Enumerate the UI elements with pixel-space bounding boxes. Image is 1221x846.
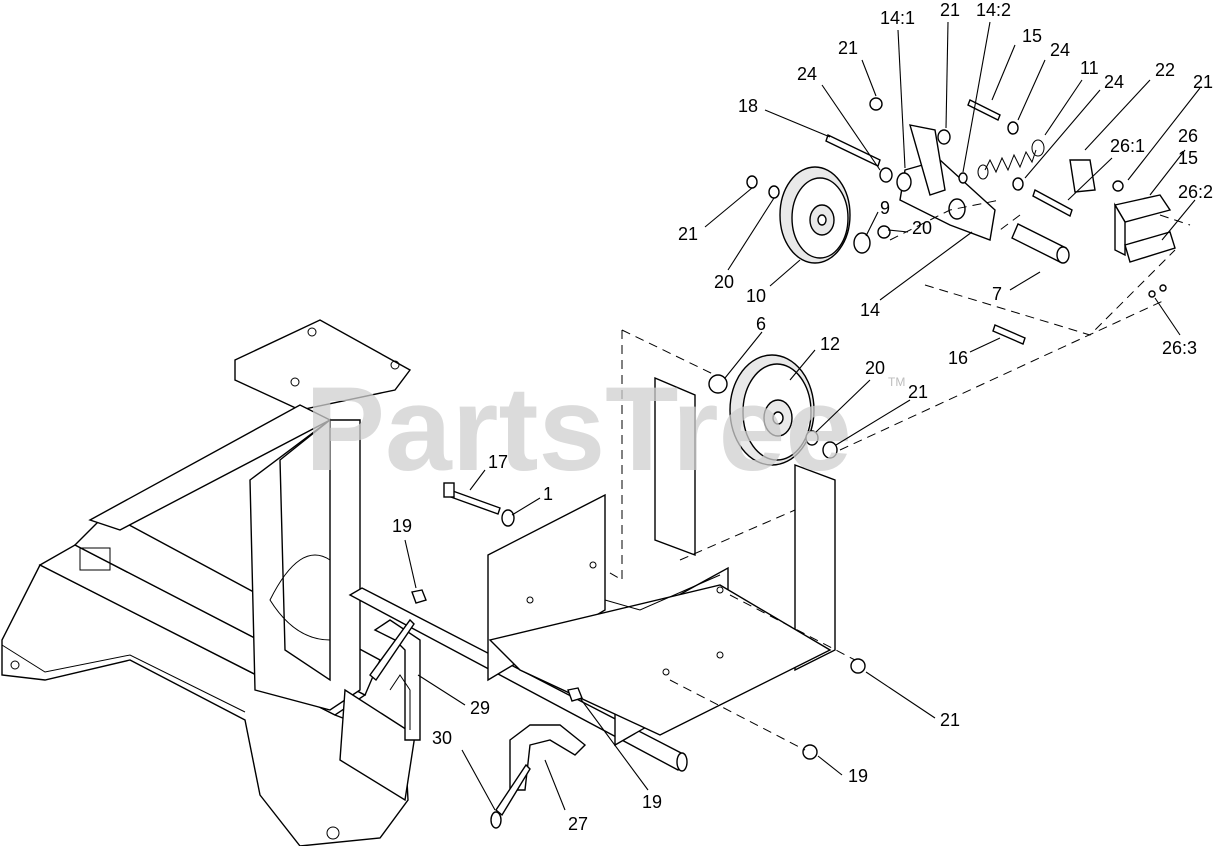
hardware — [369, 482, 866, 829]
watermark-trademark: TM — [888, 375, 905, 389]
bracket-plates — [487, 376, 836, 747]
callout-label: 20 — [865, 358, 885, 378]
watermark: PartsTree — [305, 362, 852, 496]
callout-label: 24 — [797, 64, 817, 84]
rod — [348, 587, 688, 772]
callout-label: 9 — [880, 198, 890, 218]
callout-label: 21 — [678, 224, 698, 244]
pulley-12 — [708, 354, 838, 466]
callout-label: 1 — [543, 484, 553, 504]
callout-label: 21 — [940, 710, 960, 730]
spring-11 — [977, 139, 1045, 180]
callout-label: 22 — [1155, 60, 1175, 80]
callout-label: 29 — [470, 698, 490, 718]
callout-label: 14:1 — [880, 8, 915, 28]
callout-label: 24 — [1050, 40, 1070, 60]
callout-label: 21 — [838, 38, 858, 58]
callout-label: 20 — [714, 272, 734, 292]
callout-label: 19 — [848, 766, 868, 786]
callout-label: 14 — [860, 300, 880, 320]
callout-label: 10 — [746, 286, 766, 306]
callout-label: 11 — [1080, 58, 1099, 78]
callout-label: 15 — [1022, 26, 1042, 46]
callout-labels: 14:1 21 14:2 15 21 24 24 11 24 22 21 18 … — [392, 0, 1213, 834]
callout-label: 26 — [1178, 126, 1198, 146]
callout-label: 20 — [912, 218, 932, 238]
callout-label: 30 — [432, 728, 452, 748]
alignment-lines — [604, 199, 1191, 751]
callout-label: 17 — [488, 452, 508, 472]
callout-label: 7 — [992, 284, 1002, 304]
callout-label: 19 — [392, 516, 412, 536]
callout-label: 21 — [908, 382, 928, 402]
callout-label: 19 — [642, 792, 662, 812]
callout-label: 26:2 — [1178, 182, 1213, 202]
callout-label: 15 — [1178, 148, 1198, 168]
callout-label: 18 — [738, 96, 758, 116]
bracket-26 — [1113, 194, 1176, 298]
callout-label: 12 — [820, 334, 840, 354]
callout-label: 27 — [568, 814, 588, 834]
callout-label: 26:1 — [1110, 136, 1145, 156]
callout-label: 24 — [1104, 72, 1124, 92]
leader-lines — [404, 21, 1201, 811]
main-frame — [1, 319, 416, 846]
callout-label: 26:3 — [1162, 338, 1197, 358]
callout-label: 14:2 — [976, 0, 1011, 20]
spacers — [967, 99, 1124, 345]
callout-label: 21 — [1193, 72, 1213, 92]
callout-label: 21 — [940, 0, 960, 20]
idler-arm-14 — [746, 97, 996, 264]
callout-label: 6 — [756, 314, 766, 334]
callout-label: 16 — [948, 348, 968, 368]
